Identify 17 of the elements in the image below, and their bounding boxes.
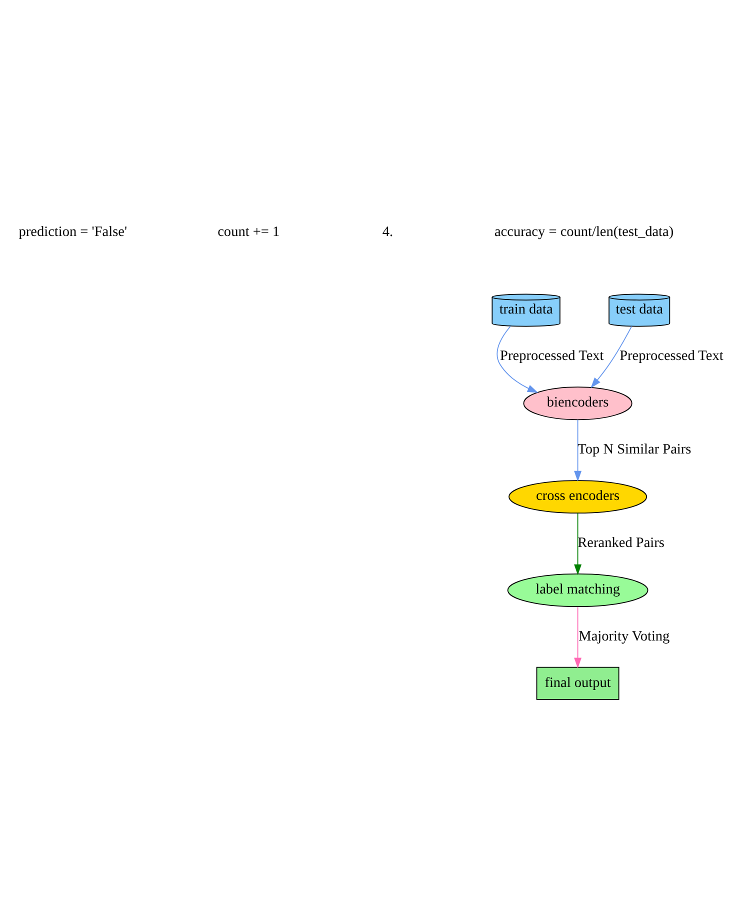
- label: prediction = 'False': [18, 224, 128, 240]
- edge-label: Majority Voting: [578, 628, 670, 644]
- label: count += 1: [218, 224, 280, 240]
- arrow: [496, 325, 538, 392]
- node-box: final output: [536, 666, 620, 700]
- arrow: [574, 418, 582, 482]
- label: 4.: [382, 224, 394, 240]
- edge-label: Preprocessed Text: [620, 348, 724, 364]
- label: accuracy = count/len(test_data): [494, 224, 674, 240]
- edge-label: Reranked Pairs: [578, 534, 664, 550]
- node-ellipse: biencoders: [523, 386, 632, 420]
- arrow: [574, 512, 582, 575]
- node-ellipse: cross encoders: [508, 480, 648, 514]
- node-ellipse: label matching: [507, 573, 648, 607]
- arrow: [590, 325, 632, 388]
- edge-label: Preprocessed Text: [500, 348, 604, 364]
- arrow: [574, 606, 582, 668]
